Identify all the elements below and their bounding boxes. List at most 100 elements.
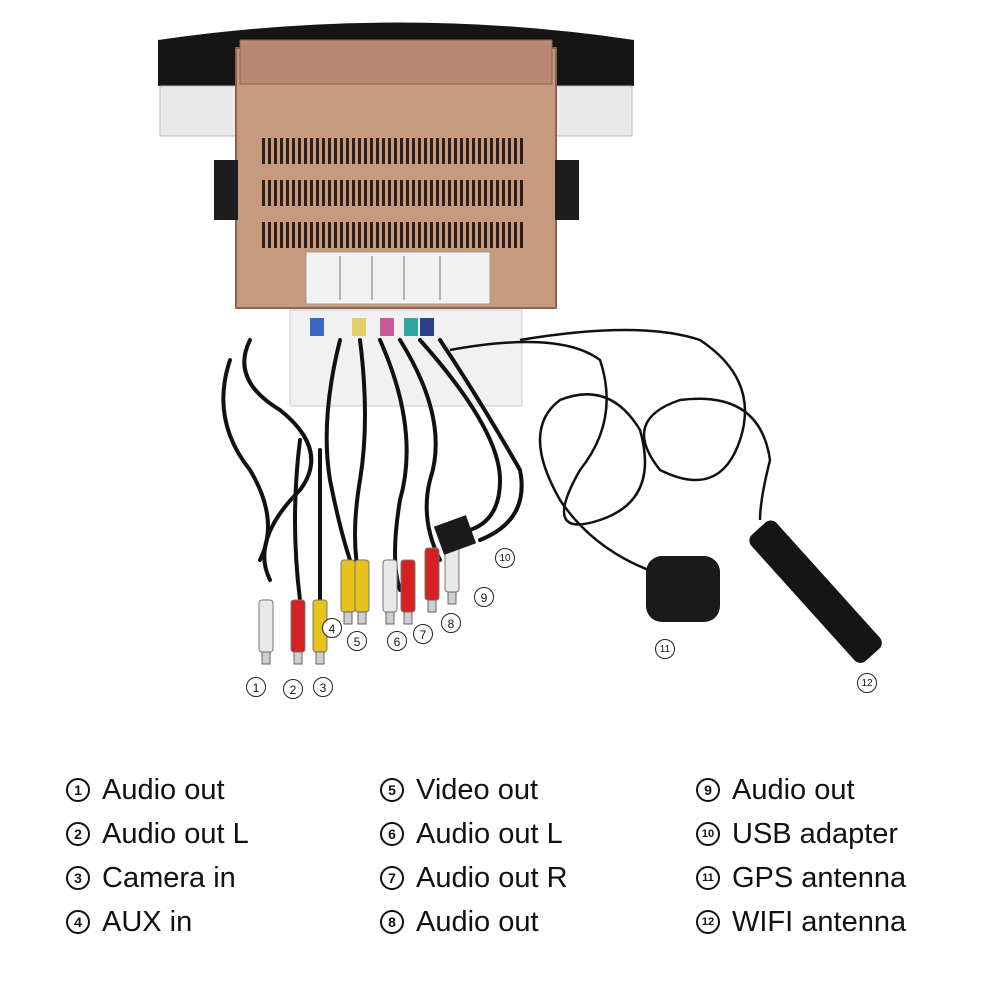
- legend-label: Audio out: [732, 773, 855, 806]
- rca-plug-tip: [315, 651, 325, 665]
- vent-slot: [484, 180, 487, 206]
- legend-number: 8: [380, 910, 404, 934]
- legend-number: 4: [66, 910, 90, 934]
- vent-slot: [448, 138, 451, 164]
- vent-slot: [508, 222, 511, 248]
- usb-adapter-plug: [433, 515, 477, 555]
- vent-slot: [262, 180, 265, 206]
- rca-plug: [290, 599, 306, 653]
- vent-slot: [304, 138, 307, 164]
- vent-slot: [520, 180, 523, 206]
- vent-slot: [454, 222, 457, 248]
- vent-slot: [286, 138, 289, 164]
- legend-label: GPS antenna: [732, 861, 907, 894]
- vent-slot: [334, 138, 337, 164]
- vent-slot: [412, 222, 415, 248]
- vent-slot: [418, 222, 421, 248]
- product-photo: 1 2 3 4 5 6 7 8 9 10 11 12: [158, 22, 882, 699]
- plug-pink: [380, 318, 394, 336]
- callout-10: 10: [495, 548, 515, 568]
- legend-number: 6: [380, 822, 404, 846]
- wifi-antenna-stick: [749, 520, 882, 663]
- vent-slot: [346, 222, 349, 248]
- vent-slot: [298, 180, 301, 206]
- vent-slot: [310, 180, 313, 206]
- legend-label: Audio out: [416, 905, 539, 938]
- vent-slot: [430, 180, 433, 206]
- vent-slot: [412, 180, 415, 206]
- vent-slot: [298, 138, 301, 164]
- rca-plug-tip: [357, 611, 367, 625]
- callout-7: 7: [413, 624, 433, 644]
- mount-bracket-left: [214, 160, 238, 220]
- vent-slot: [508, 138, 511, 164]
- vent-slot: [382, 138, 385, 164]
- rca-plug: [258, 599, 274, 653]
- mount-bracket-right: [555, 160, 579, 220]
- vent-slot: [304, 180, 307, 206]
- vent-slot: [466, 138, 469, 164]
- vent-slot: [376, 180, 379, 206]
- vent-slot: [322, 222, 325, 248]
- rca-plug-tip: [343, 611, 353, 625]
- vent-slot: [436, 138, 439, 164]
- legend-number: 11: [696, 866, 720, 890]
- vent-slot: [406, 222, 409, 248]
- vent-slot: [436, 180, 439, 206]
- callout-12: 12: [857, 673, 877, 693]
- vent-slot: [394, 138, 397, 164]
- legend-number: 2: [66, 822, 90, 846]
- vent-slot: [502, 138, 505, 164]
- callout-6: 6: [387, 631, 407, 651]
- vent-slot: [292, 222, 295, 248]
- vent-slot: [460, 180, 463, 206]
- legend-item: 1 Audio out: [66, 770, 225, 810]
- vent-slot: [322, 138, 325, 164]
- vent-slot: [274, 180, 277, 206]
- vent-slot: [316, 180, 319, 206]
- vent-slot: [400, 138, 403, 164]
- bezel-side-left: [159, 85, 241, 137]
- vent-slot: [484, 222, 487, 248]
- legend-label: WIFI antenna: [732, 905, 907, 938]
- vent-slot: [496, 138, 499, 164]
- vent-slot: [286, 180, 289, 206]
- vent-slot: [484, 138, 487, 164]
- legend: 1 Audio out 2 Audio out L 3 Camera in 4 …: [66, 770, 966, 950]
- vent-slot: [262, 138, 265, 164]
- wifi-antenna-cable: [519, 328, 772, 521]
- vent-slot: [352, 180, 355, 206]
- rca-plug-tip: [427, 599, 437, 613]
- legend-item: 6 Audio out L: [380, 814, 563, 854]
- legend-number: 10: [696, 822, 720, 846]
- callout-4: 4: [322, 618, 342, 638]
- vent-slot: [388, 138, 391, 164]
- vent-slot: [436, 222, 439, 248]
- vent-slot: [460, 138, 463, 164]
- legend-item: 7 Audio out R: [380, 858, 568, 898]
- vent-slot: [358, 222, 361, 248]
- vent-slot: [496, 222, 499, 248]
- rca-plug-tip: [447, 591, 457, 605]
- vent-slot: [316, 138, 319, 164]
- vent-slot: [424, 138, 427, 164]
- vent-slot: [334, 180, 337, 206]
- vent-slot: [472, 180, 475, 206]
- vent-slot: [472, 138, 475, 164]
- vent-slot: [364, 180, 367, 206]
- legend-item: 4 AUX in: [66, 902, 192, 942]
- vent-slot: [424, 180, 427, 206]
- rca-plug: [382, 559, 398, 613]
- vent-slot: [316, 222, 319, 248]
- vent-slot: [478, 222, 481, 248]
- vent-slot: [406, 180, 409, 206]
- rca-plug: [340, 559, 356, 613]
- vent-slot: [334, 222, 337, 248]
- legend-item: 9 Audio out: [696, 770, 855, 810]
- legend-item: 3 Camera in: [66, 858, 236, 898]
- vent-slot: [388, 180, 391, 206]
- vent-slot: [280, 222, 283, 248]
- vent-slot: [394, 180, 397, 206]
- callout-11: 11: [655, 639, 675, 659]
- vent-slot: [430, 222, 433, 248]
